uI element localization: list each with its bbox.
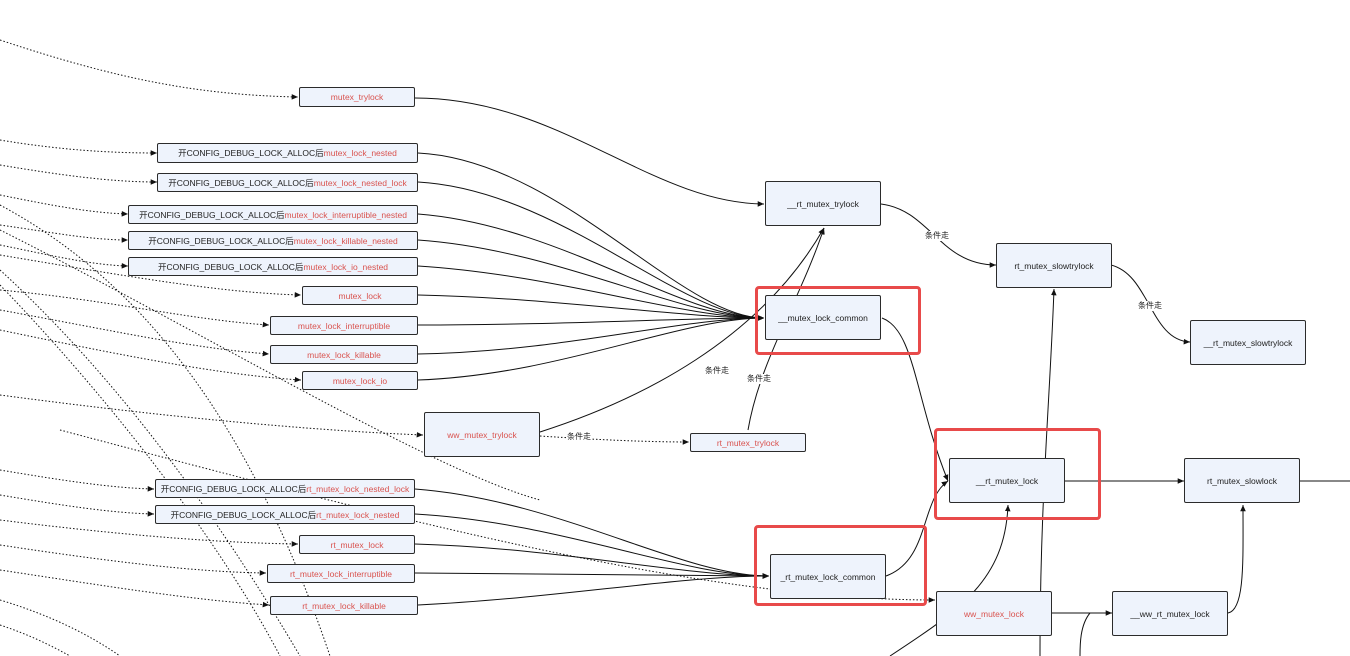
node-rt-mutex-slowlock[interactable]: rt_mutex_slowlock — [1184, 458, 1300, 503]
edge-cross-1 — [0, 269, 301, 656]
edge-in-mutex-lock-io — [0, 329, 302, 383]
edge-in-bottom-2 — [0, 624, 71, 656]
node-rt-mutex-lock[interactable]: rt_mutex_lock — [299, 535, 415, 554]
edge-in-mutex-lock-nested-lock — [0, 164, 158, 185]
edge-in-rt-mutex-lock-interruptible — [0, 544, 267, 576]
node-__mutex-lock-common[interactable]: __mutex_lock_common — [765, 295, 881, 340]
edge-in-mutex-lock-io-nested — [0, 244, 129, 269]
node-mutex-lock-interruptible[interactable]: mutex_lock_interruptible — [270, 316, 418, 335]
edge-in-mutex-lock-killable — [0, 309, 270, 357]
edge-__ww-lock-to-slowlock — [1227, 504, 1246, 614]
node-__rt-mutex-lock[interactable]: __rt_mutex_lock — [949, 458, 1065, 503]
edge-label-condition: 条件走 — [566, 432, 592, 442]
solid-edges-right — [880, 203, 1350, 656]
node-mutex-trylock[interactable]: mutex_trylock — [299, 87, 415, 107]
node-mutex-lock[interactable]: mutex_lock — [302, 286, 418, 305]
edge-ww-lock-down — [1079, 612, 1091, 656]
edge-in-bottom-1 — [0, 599, 121, 656]
node-__ww-rt-mutex-lock[interactable]: __ww_rt_mutex_lock — [1112, 591, 1228, 636]
edge-mutex-trylock-to-rt-trylock — [414, 97, 765, 207]
node-mutex-lock-io[interactable]: mutex_lock_io — [302, 371, 418, 390]
solid-edges-rt-mutex-lock-common — [414, 488, 770, 606]
edge-cross-2 — [0, 284, 281, 656]
edge-in-ww-mutex-trylock — [0, 394, 424, 438]
edge-in-mutex-lock-interruptible — [0, 289, 270, 328]
edge-in-mutex-trylock — [0, 39, 299, 100]
edge-label-condition: 条件走 — [1137, 301, 1163, 311]
edge-in-rt-mutex-lock-killable — [0, 569, 270, 608]
edge-in-rt-mutex-lock-nested — [0, 494, 155, 517]
node-rt-mutex-lock-killable[interactable]: rt_mutex_lock_killable — [270, 596, 418, 615]
edge-mutex-common-to-rt-mutex-lock — [881, 317, 949, 482]
node-rt-mutex-lock-interruptible[interactable]: rt_mutex_lock_interruptible — [267, 564, 415, 583]
edge-ww-trylock-to-rt-trylock — [539, 435, 690, 445]
edge-in-mutex-lock-interruptible-nested — [0, 194, 129, 217]
node-mutex-lock-killable[interactable]: mutex_lock_killable — [270, 345, 418, 364]
node-__rt-mutex-slowtrylock[interactable]: __rt_mutex_slowtrylock — [1190, 320, 1306, 365]
edge-label-condition: 条件走 — [704, 366, 730, 376]
edge-label-condition: 条件走 — [924, 231, 950, 241]
node-ww-mutex-trylock[interactable]: ww_mutex_trylock — [424, 412, 540, 457]
node-rt-mutex-slowtrylock[interactable]: rt_mutex_slowtrylock — [996, 243, 1112, 288]
edge-in-mutex-lock-killable-nested — [0, 224, 129, 243]
node-ww-mutex-lock[interactable]: ww_mutex_lock — [936, 591, 1052, 636]
edge-rt-common-to-rt-mutex-lock — [885, 480, 949, 577]
edge-in-rt-mutex-lock-nested-lock — [0, 469, 155, 492]
node-rt-mutex-trylock[interactable]: rt_mutex_trylock — [690, 433, 806, 452]
edge-label-condition: 条件走 — [746, 374, 772, 384]
node-__rt-mutex-trylock[interactable]: __rt_mutex_trylock — [765, 181, 881, 226]
node-_rt-mutex-lock-common[interactable]: _rt_mutex_lock_common — [770, 554, 886, 599]
edge-in-mutex-lock-nested — [0, 139, 158, 156]
